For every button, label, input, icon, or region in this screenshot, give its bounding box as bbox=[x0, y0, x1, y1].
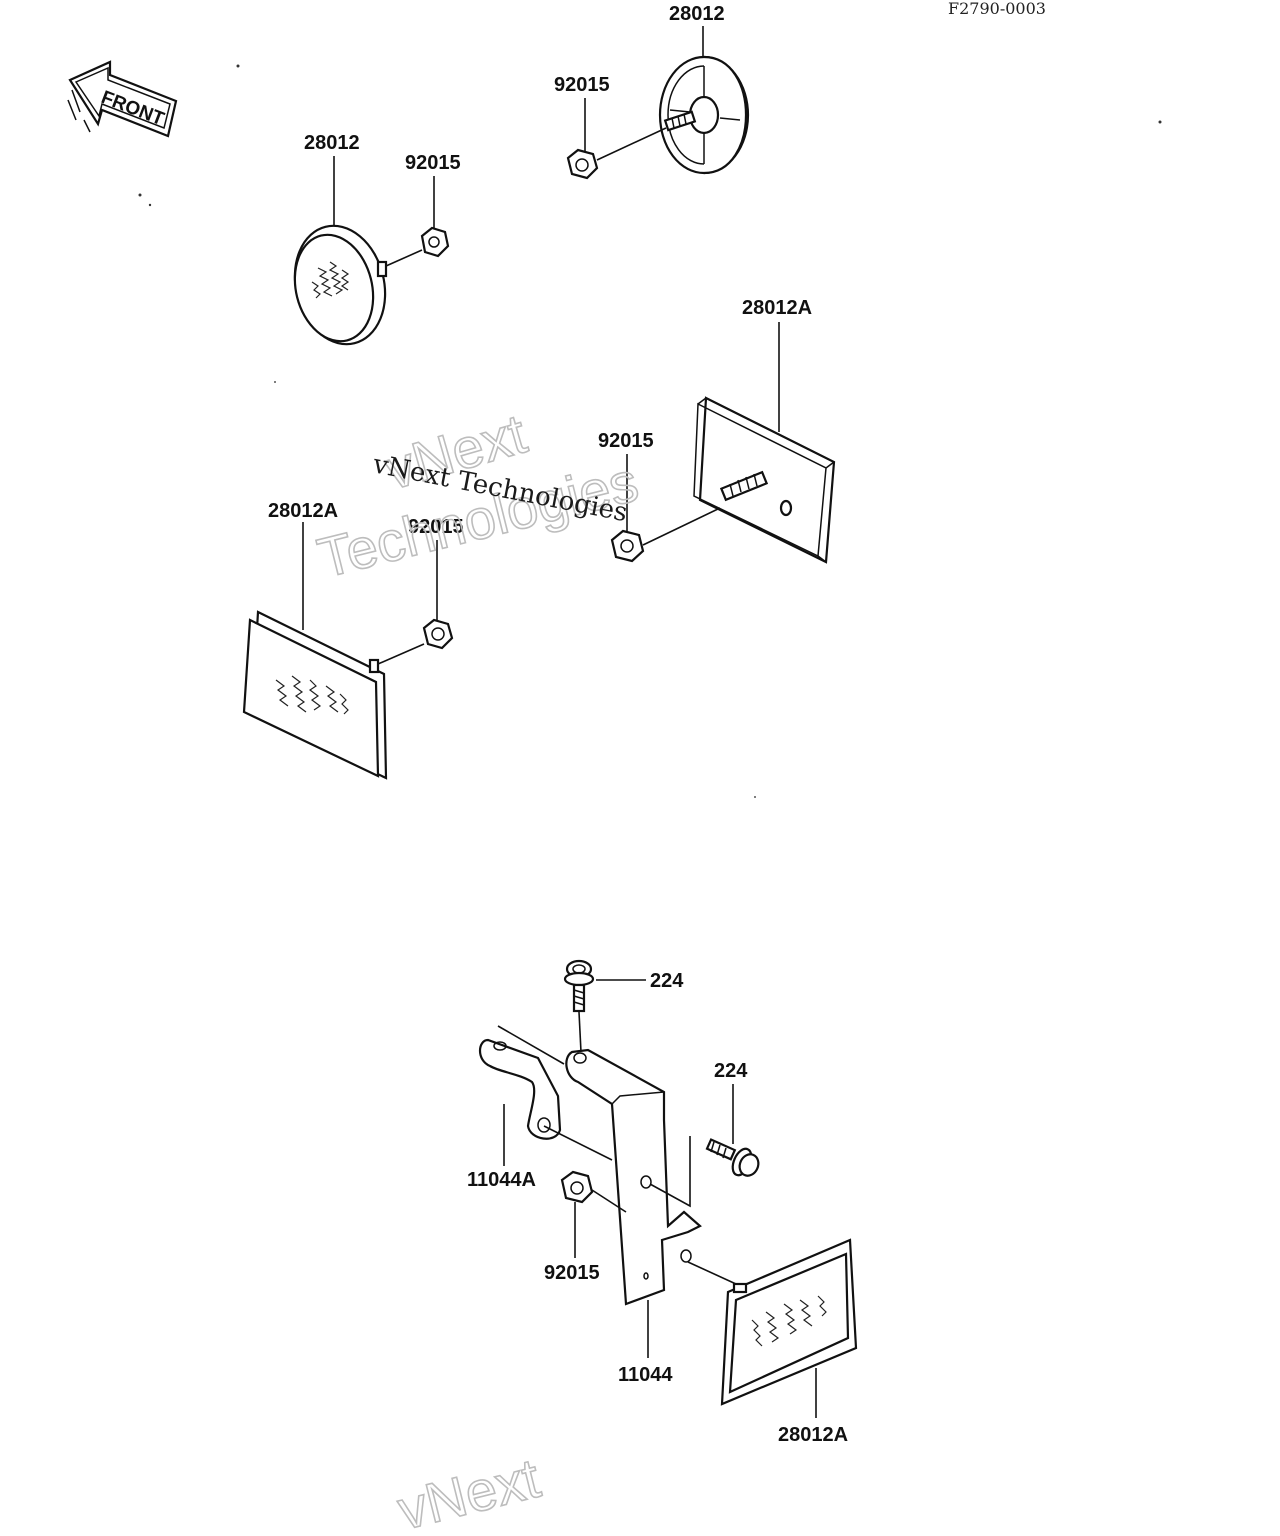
callout-224: 224 bbox=[714, 1060, 748, 1082]
scan-specks bbox=[138, 64, 1162, 798]
callout-28012A: 28012A bbox=[778, 1424, 848, 1446]
rect-reflector-front-view bbox=[242, 610, 388, 780]
callout-11044A: 11044A bbox=[467, 1169, 536, 1191]
callout-92015: 92015 bbox=[598, 430, 654, 452]
callout-92015: 92015 bbox=[544, 1262, 600, 1284]
figure-code: F2790-0003 bbox=[948, 0, 1046, 18]
front-direction-arrow: FRONT bbox=[67, 60, 178, 138]
leader-line bbox=[377, 643, 425, 665]
callout-224: 224 bbox=[650, 970, 684, 992]
bolt-top bbox=[563, 959, 595, 1013]
leader-line bbox=[649, 1136, 691, 1208]
rect-reflector-bracket bbox=[720, 1238, 858, 1406]
callout-11044: 11044 bbox=[618, 1364, 673, 1386]
leader-line bbox=[578, 1011, 582, 1053]
watermark-brand: vNext bbox=[392, 1446, 547, 1536]
round-reflector-front-view bbox=[293, 224, 388, 346]
callout-28012: 28012 bbox=[669, 3, 725, 25]
callout-92015: 92015 bbox=[408, 516, 464, 538]
leader-line bbox=[497, 1025, 565, 1065]
leader-line bbox=[591, 1189, 627, 1213]
bracket-11044 bbox=[565, 1048, 702, 1306]
leader-line bbox=[543, 1125, 613, 1161]
callout-28012A: 28012A bbox=[268, 500, 338, 522]
leader-line bbox=[596, 127, 667, 161]
bolt-right bbox=[705, 1138, 760, 1177]
nut-bracket bbox=[560, 1170, 594, 1204]
callout-28012A: 28012A bbox=[742, 297, 812, 319]
rect-reflector-rear-view bbox=[693, 396, 836, 564]
nut-rect-left bbox=[422, 618, 454, 650]
round-reflector-rear-view bbox=[658, 55, 750, 175]
clamp-11044A bbox=[478, 1038, 562, 1140]
leader-line bbox=[385, 249, 423, 267]
leader-line bbox=[642, 507, 721, 546]
nut-top-rear bbox=[566, 148, 599, 180]
leader-line bbox=[687, 1261, 737, 1285]
nut-rect-right bbox=[610, 529, 645, 563]
callout-92015: 92015 bbox=[405, 152, 461, 174]
nut-top-front bbox=[420, 226, 450, 258]
callout-28012: 28012 bbox=[304, 132, 360, 154]
callout-92015: 92015 bbox=[554, 74, 610, 96]
